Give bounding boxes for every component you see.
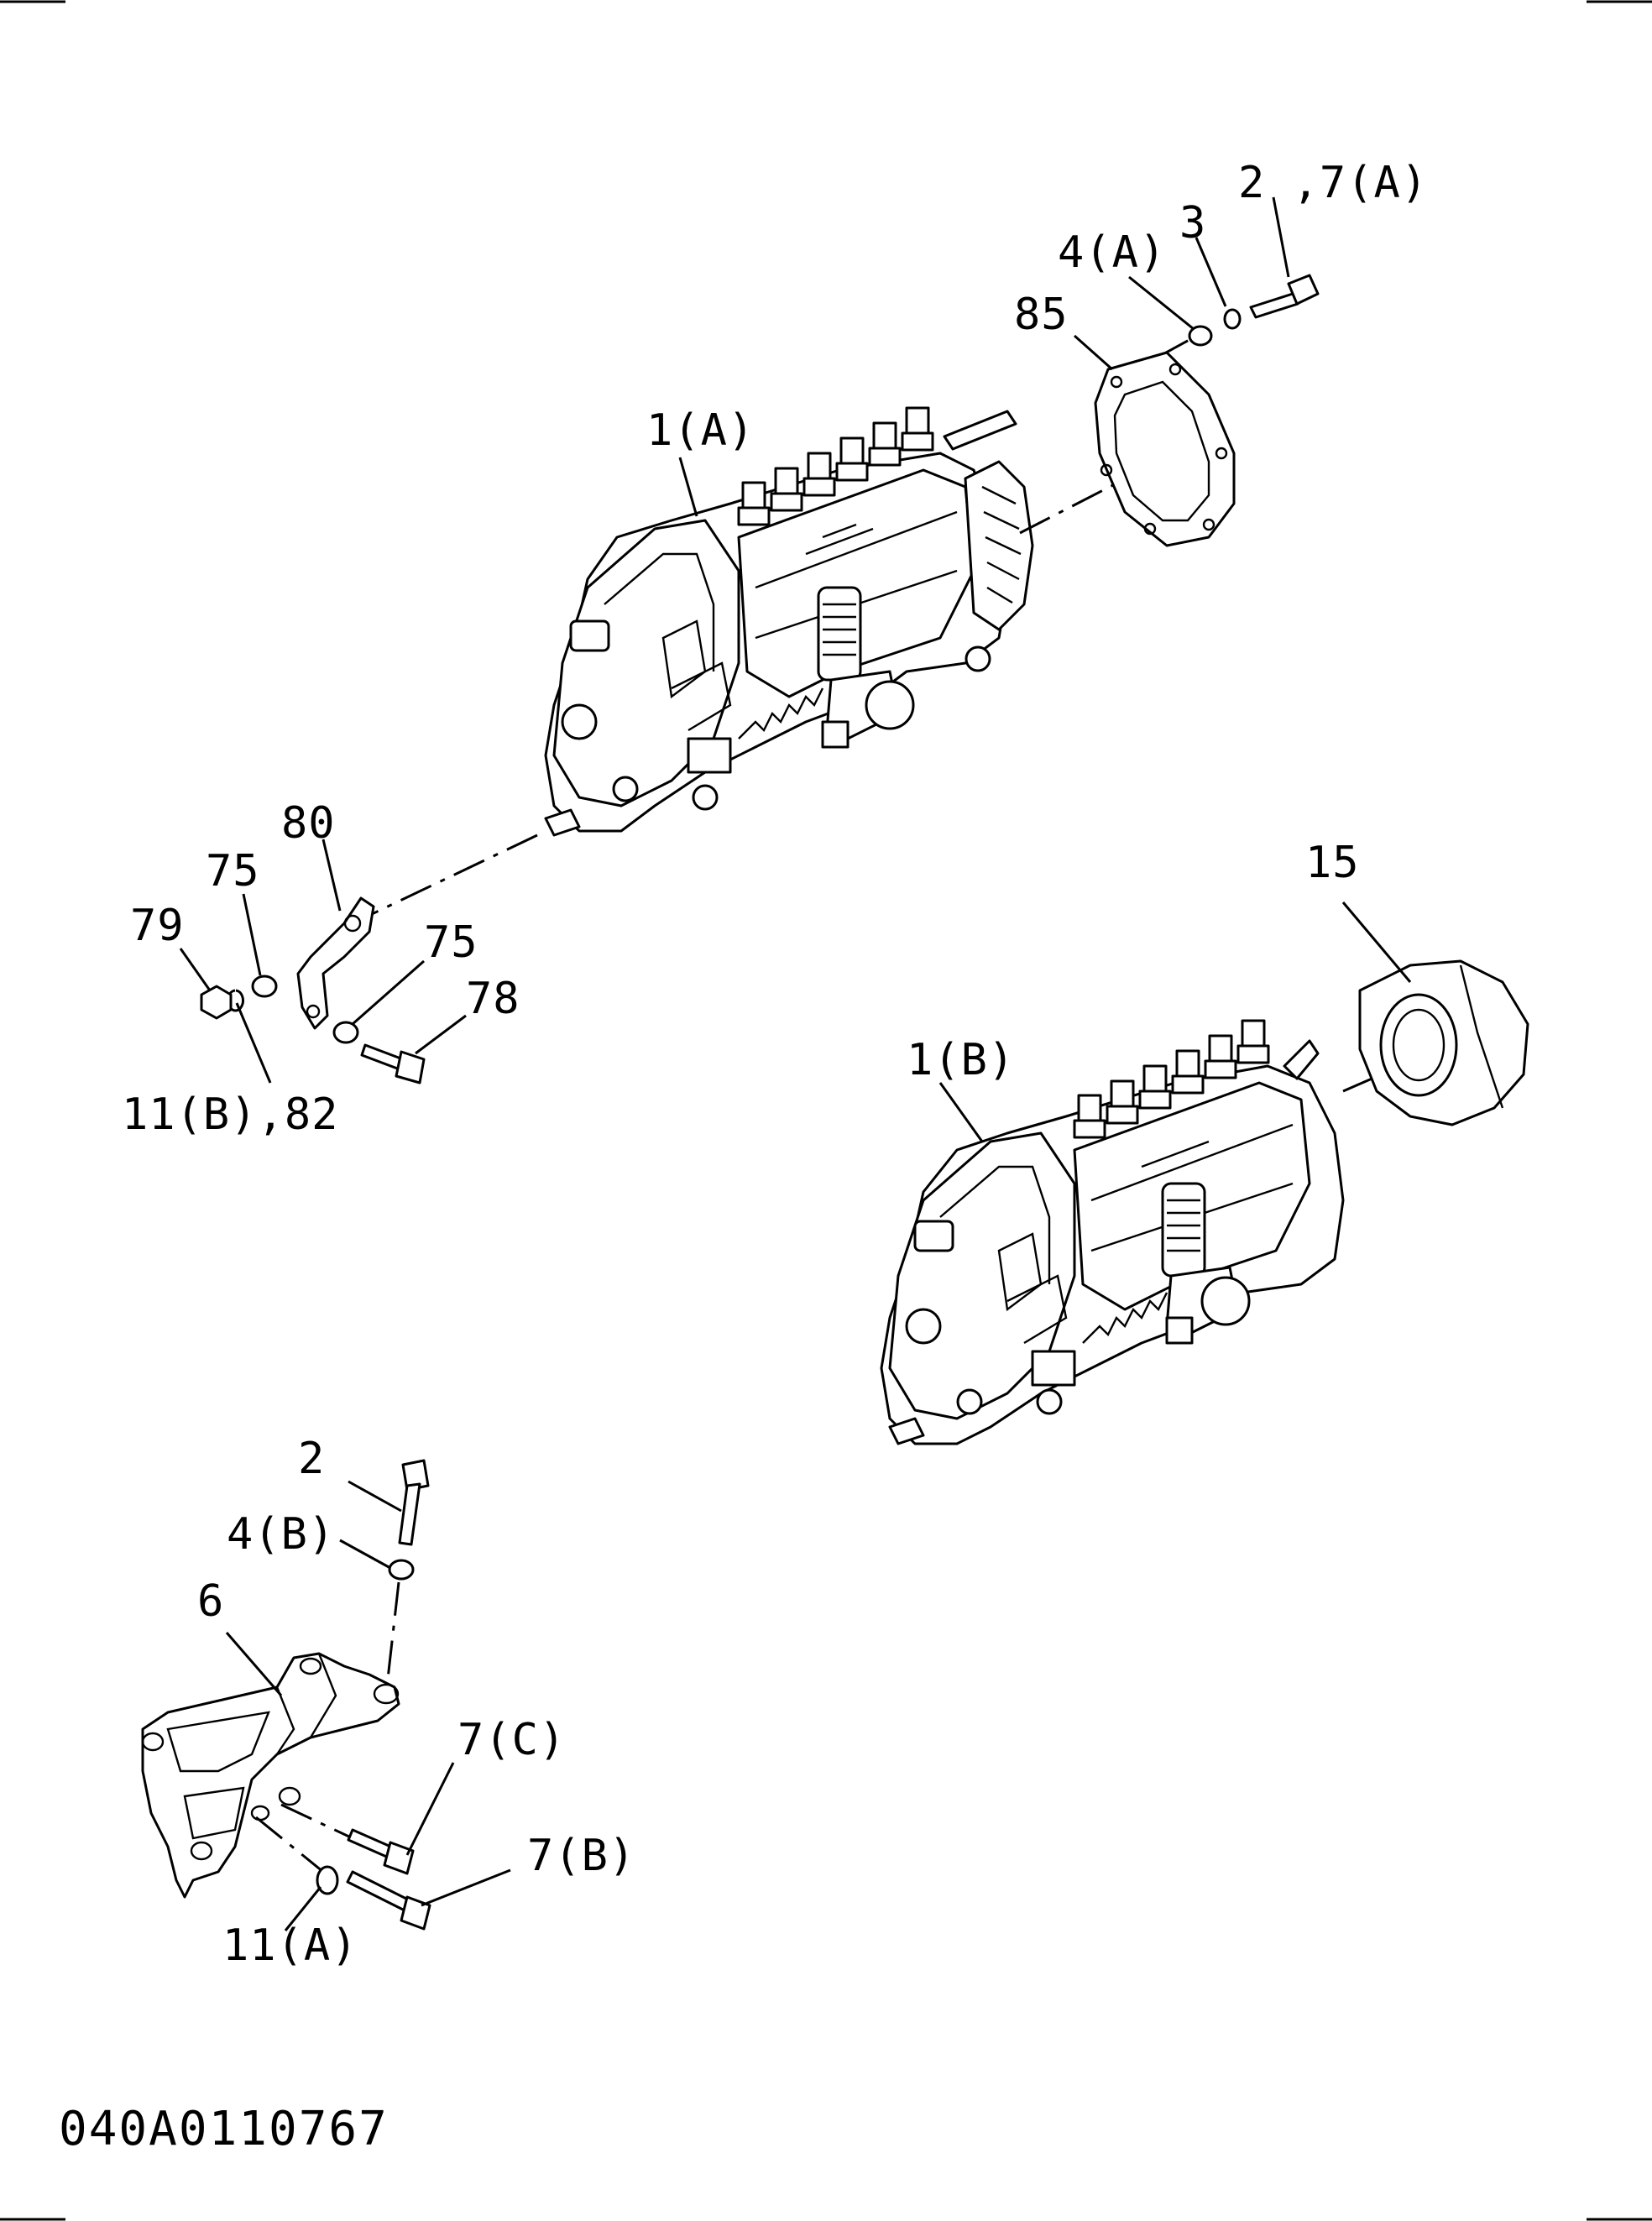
axis-line-bolt-2 [386, 1581, 400, 1680]
callout-1a: 1(A) [646, 405, 755, 456]
nut-79 [200, 985, 233, 1020]
lock-washer-3 [1223, 308, 1242, 330]
callout-78: 78 [466, 974, 520, 1024]
delivery-valves-a [737, 406, 934, 526]
washer-75-right [332, 1021, 359, 1044]
axis-line-bolts-7 [280, 1803, 353, 1840]
bolt-2 [398, 1459, 430, 1546]
timer-15 [1358, 959, 1529, 1126]
callout-7c: 7(C) [457, 1715, 566, 1765]
callout-80: 80 [281, 798, 336, 849]
drawing-code: 040A0110767 [59, 2102, 389, 2156]
callout-7b: 7(B) [527, 1831, 635, 1881]
injection-pump-b [880, 1019, 1345, 1445]
callout-75-upper: 75 [206, 846, 260, 896]
bracket-80 [296, 896, 375, 1030]
feed-pump-b [1161, 1182, 1251, 1345]
callout-3: 3 [1179, 198, 1206, 248]
callout-75-lower: 75 [424, 917, 478, 968]
bolt-7b [346, 1870, 431, 1931]
bolt-2-7a [1249, 274, 1320, 319]
bolt-78 [360, 1043, 426, 1084]
callout-6: 6 [197, 1576, 224, 1627]
callout-85: 85 [1014, 290, 1069, 340]
callout-4b: 4(B) [227, 1509, 335, 1560]
leader-lines [179, 196, 1412, 1931]
callout-2-7a: 2 ,7(A) [1238, 158, 1428, 208]
callout-2: 2 [298, 1434, 325, 1484]
callout-79: 79 [130, 901, 185, 951]
washer-11a [316, 1865, 339, 1895]
axis-line-washer-11a [255, 1816, 324, 1873]
callout-15: 15 [1305, 838, 1360, 888]
feed-pump-a [817, 586, 915, 749]
bolt-7c [347, 1828, 415, 1875]
callout-11a: 11(A) [222, 1921, 358, 1971]
callout-4a: 4(A) [1058, 227, 1166, 278]
delivery-valves-b [1073, 1019, 1270, 1139]
washer-4a [1188, 325, 1213, 347]
callout-11b-82: 11(B),82 [122, 1090, 338, 1140]
washer-75-left [251, 975, 278, 998]
gasket-85 [1094, 351, 1236, 547]
callout-1b: 1(B) [907, 1035, 1015, 1085]
axis-line-bracket [352, 834, 538, 925]
injection-pump-a [544, 406, 1034, 837]
washer-4b [388, 1559, 415, 1581]
bracket-6 [141, 1652, 400, 1899]
